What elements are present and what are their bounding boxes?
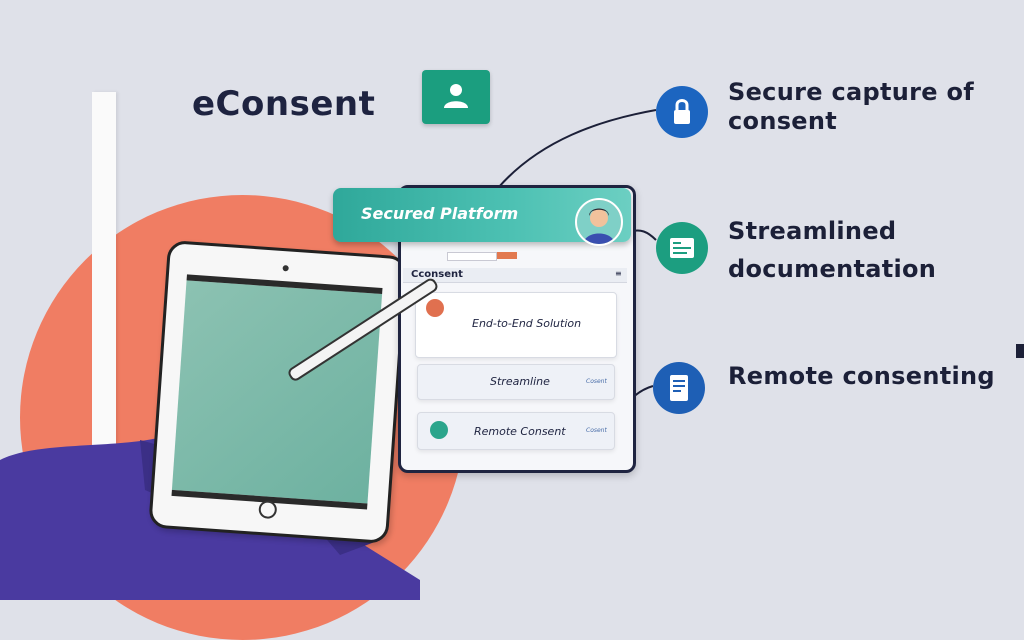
- app-brand: Cconsent: [411, 269, 463, 280]
- card-label: End-to-End Solution: [472, 317, 582, 330]
- card-tag: Cosent: [586, 378, 607, 385]
- avatar: [575, 198, 623, 246]
- gear-icon: [426, 299, 444, 317]
- user-icon-tile: [422, 70, 490, 124]
- menu-icon: ≡: [615, 269, 622, 278]
- tablet-home-button: [258, 499, 278, 520]
- edge-marker: [1016, 344, 1024, 358]
- document-icon: [656, 222, 708, 274]
- user-icon: [444, 84, 468, 108]
- mini-search-input: [447, 252, 497, 261]
- feature-remote-consenting: Remote consenting: [728, 362, 995, 390]
- card-end-to-end: End-to-End Solution: [415, 292, 617, 358]
- feature-streamlined-documentation: Streamlined documentation: [728, 217, 937, 283]
- feature-secure-capture: Secure capture of consent: [728, 78, 975, 135]
- secured-platform-banner: Secured Platform: [333, 188, 631, 246]
- card-streamline: Streamline Cosent: [417, 364, 615, 400]
- tablet-screen: [171, 274, 383, 510]
- stand-pole: [92, 92, 116, 487]
- app-brand-bar: [403, 268, 627, 283]
- tablet-device: [148, 239, 408, 545]
- form-icon: [653, 362, 705, 414]
- mini-button: [497, 252, 517, 259]
- card-remote-consent: Remote Consent Cosent: [417, 412, 615, 450]
- page-title: eConsent: [192, 84, 376, 124]
- banner-label: Secured Platform: [361, 204, 519, 223]
- lock-icon: [656, 86, 708, 138]
- card-tag: Cosent: [586, 427, 607, 434]
- person-avatar-icon: [577, 200, 621, 244]
- card-label: Streamline: [490, 375, 550, 388]
- document-icon: [430, 421, 448, 439]
- tablet-camera: [282, 265, 289, 272]
- card-label: Remote Consent: [474, 425, 566, 438]
